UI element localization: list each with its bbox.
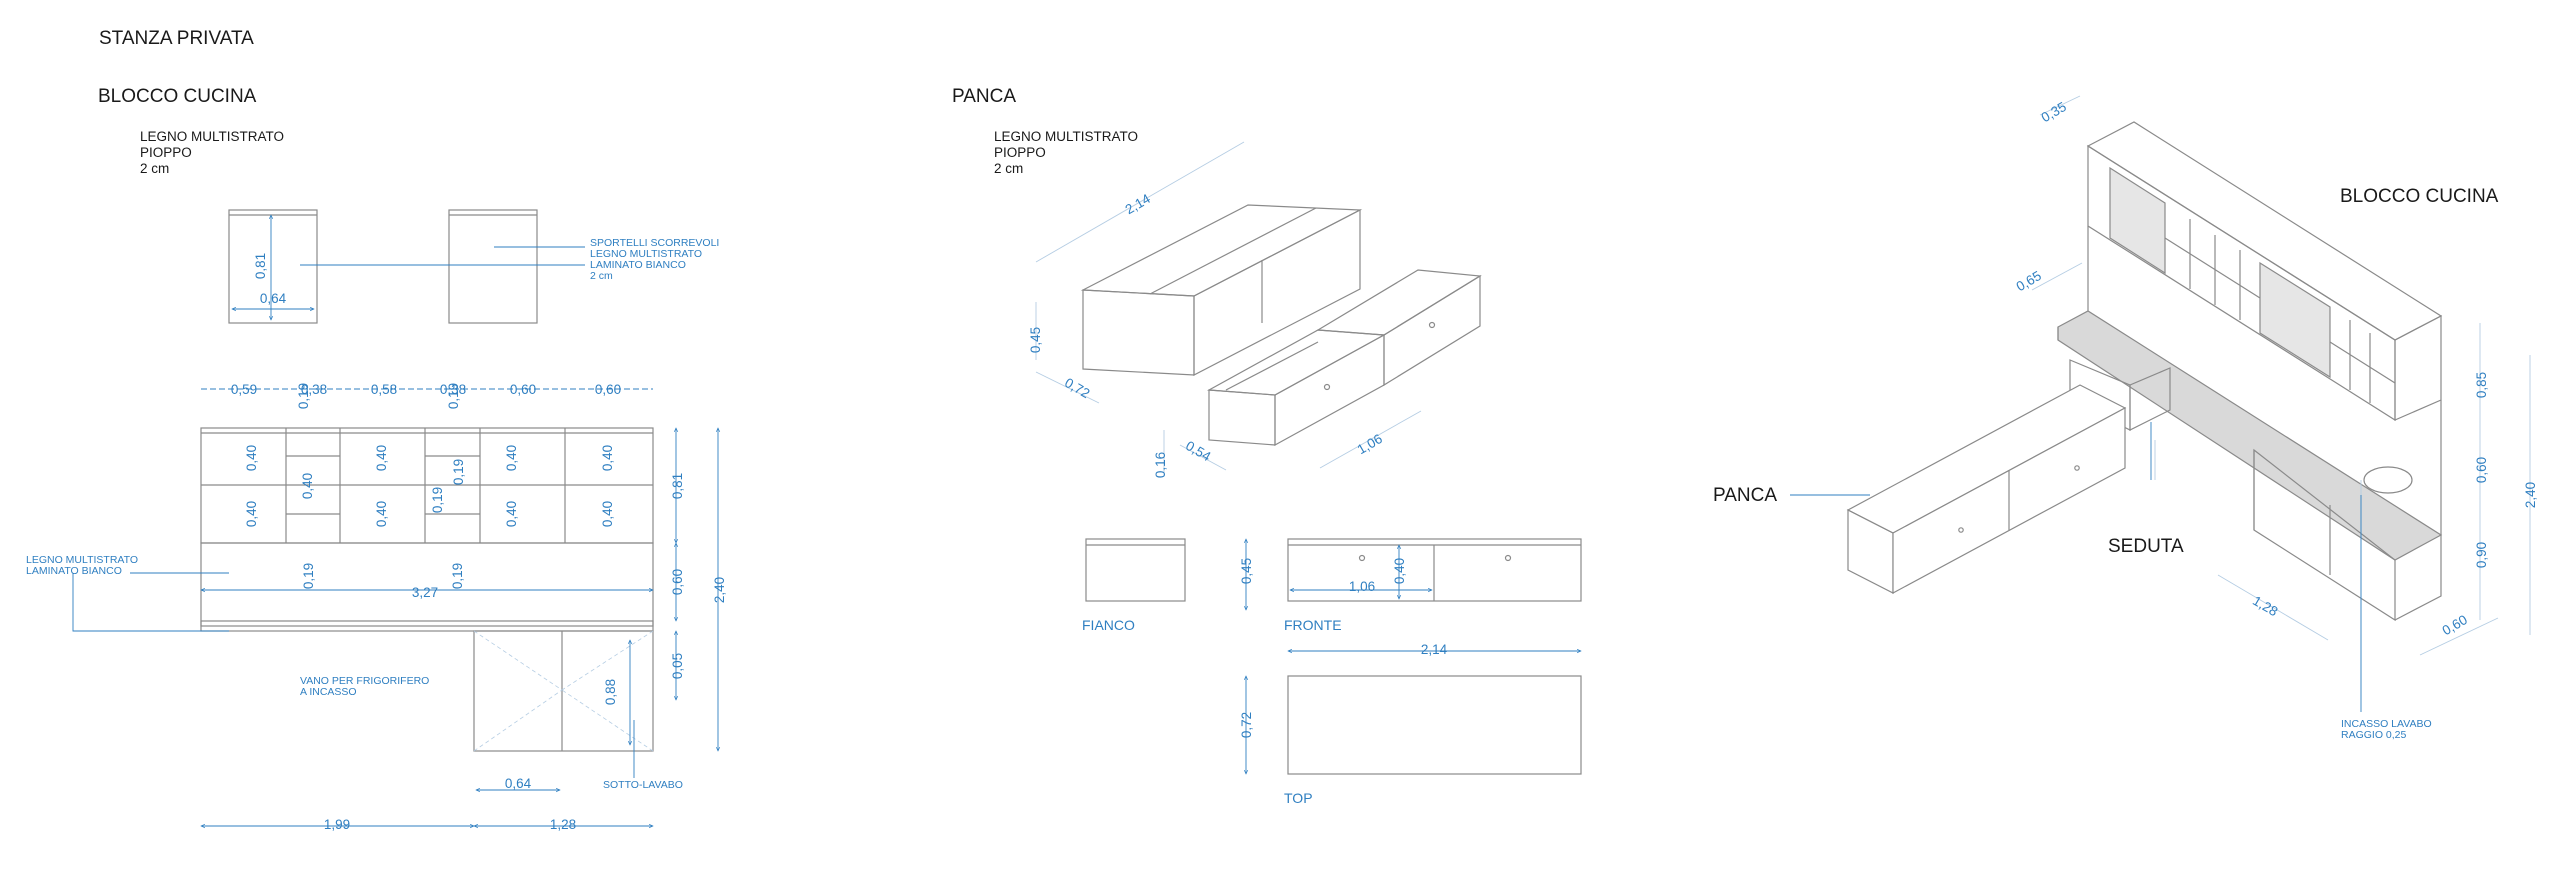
bench-view-dim-values: 0,45 1,06 0,40 2,14 0,72 xyxy=(1239,558,1448,738)
upper-cabinet-left xyxy=(228,209,318,324)
svg-text:0,72: 0,72 xyxy=(1239,712,1254,738)
svg-text:0,40: 0,40 xyxy=(300,473,315,499)
kitchen-elevation xyxy=(200,209,654,752)
svg-text:0,65: 0,65 xyxy=(2014,268,2044,294)
svg-text:0,19: 0,19 xyxy=(450,563,465,589)
svg-text:0,19: 0,19 xyxy=(301,563,316,589)
svg-text:0,19: 0,19 xyxy=(446,383,461,409)
note-under-sink: SOTTO-LAVABO xyxy=(603,779,683,791)
svg-text:0,88: 0,88 xyxy=(603,679,618,705)
svg-text:0,40: 0,40 xyxy=(600,501,615,527)
svg-text:2,40: 2,40 xyxy=(2523,482,2538,508)
svg-text:2,40: 2,40 xyxy=(712,577,727,603)
svg-text:0,19: 0,19 xyxy=(451,459,466,485)
svg-text:0,60: 0,60 xyxy=(510,382,536,397)
svg-text:2,14: 2,14 xyxy=(1123,191,1154,217)
svg-text:2,14: 2,14 xyxy=(1421,642,1448,657)
svg-text:0,38: 0,38 xyxy=(440,382,466,397)
top-view xyxy=(1287,675,1582,775)
svg-text:0,40: 0,40 xyxy=(244,445,259,471)
note-fridge: VANO PER FRIGORIFERO A INCASSO xyxy=(300,675,430,698)
kitchen-dim-values: 0,81 0,64 0,59 0,38 0,58 0,38 0,60 0,60 … xyxy=(231,253,727,832)
upper-cabinet-right xyxy=(448,209,538,324)
axo-kitchen-label: BLOCCO CUCINA xyxy=(2340,186,2499,207)
axo-seat-label: SEDUTA xyxy=(2108,536,2184,557)
lower-cabinets xyxy=(473,630,654,752)
svg-text:0,40: 0,40 xyxy=(504,445,519,471)
svg-text:0,45: 0,45 xyxy=(1028,327,1043,353)
svg-text:3,27: 3,27 xyxy=(412,585,438,600)
bench-axo-dim-values: 2,14 0,45 0,72 0,16 0,54 1,06 xyxy=(1028,191,1385,478)
bench-view-dimensions xyxy=(1246,539,1581,774)
svg-text:0,81: 0,81 xyxy=(253,253,268,279)
room-axo-dim-values: 0,35 0,65 0,85 0,60 0,90 2,40 1,28 0,60 xyxy=(2014,99,2538,638)
svg-text:0,40: 0,40 xyxy=(600,445,615,471)
svg-text:0,90: 0,90 xyxy=(2474,542,2489,568)
svg-text:0,40: 0,40 xyxy=(374,445,389,471)
view-side-label: FIANCO xyxy=(1082,617,1135,633)
svg-text:0,60: 0,60 xyxy=(2474,457,2489,483)
svg-text:0,60: 0,60 xyxy=(595,382,621,397)
room-axo-leaders xyxy=(1790,422,2362,712)
svg-text:0,64: 0,64 xyxy=(260,291,287,306)
svg-text:0,60: 0,60 xyxy=(670,569,685,595)
svg-text:0,19: 0,19 xyxy=(430,487,445,513)
bench-orthographic-views xyxy=(1085,538,1582,775)
svg-text:0,45: 0,45 xyxy=(1239,558,1254,584)
bench-title: PANCA xyxy=(952,86,1017,107)
svg-text:0,19: 0,19 xyxy=(296,383,311,409)
view-top-label: TOP xyxy=(1284,790,1313,806)
kitchen-title: BLOCCO CUCINA xyxy=(98,86,257,107)
room-axonometric xyxy=(1846,121,2443,622)
svg-text:1,28: 1,28 xyxy=(550,817,576,832)
svg-text:0,81: 0,81 xyxy=(670,473,685,499)
svg-text:0,64: 0,64 xyxy=(505,776,532,791)
svg-text:1,06: 1,06 xyxy=(1349,579,1375,594)
svg-text:0,60: 0,60 xyxy=(2440,612,2470,638)
svg-text:0,40: 0,40 xyxy=(374,501,389,527)
sheet-title: STANZA PRIVATA xyxy=(99,28,254,49)
axo-bench-label: PANCA xyxy=(1713,485,1778,506)
note-left-material: LEGNO MULTISTRATO LAMINATO BIANCO xyxy=(26,554,139,577)
kitchen-dimensions xyxy=(72,215,718,826)
svg-text:0,40: 0,40 xyxy=(504,501,519,527)
bench-axo-dimensions xyxy=(1035,141,1422,475)
view-front-label: FRONTE xyxy=(1284,617,1342,633)
note-sliding-doors: SPORTELLI SCORREVOLI LEGNO MULTISTRATO L… xyxy=(590,237,720,282)
svg-text:1,99: 1,99 xyxy=(324,817,350,832)
kitchen-material: LEGNO MULTISTRATO PIOPPO 2 cm xyxy=(140,129,285,176)
note-sink-recess: INCASSO LAVABO RAGGIO 0,25 xyxy=(2341,718,2432,741)
side-view xyxy=(1085,538,1186,602)
svg-text:0,40: 0,40 xyxy=(244,501,259,527)
svg-text:0,16: 0,16 xyxy=(1153,452,1168,478)
svg-text:0,40: 0,40 xyxy=(1392,558,1407,584)
svg-text:1,06: 1,06 xyxy=(1355,431,1385,457)
svg-text:0,38: 0,38 xyxy=(301,382,327,397)
svg-text:0,85: 0,85 xyxy=(2474,372,2489,398)
bench-axonometric xyxy=(1080,204,1482,447)
backsplash xyxy=(200,542,654,627)
bench-material: LEGNO MULTISTRATO PIOPPO 2 cm xyxy=(994,129,1139,176)
svg-text:0,05: 0,05 xyxy=(670,653,685,679)
svg-text:0,58: 0,58 xyxy=(371,382,397,397)
svg-text:0,59: 0,59 xyxy=(231,382,257,397)
countertop xyxy=(200,620,654,632)
svg-text:1,28: 1,28 xyxy=(2250,593,2280,619)
